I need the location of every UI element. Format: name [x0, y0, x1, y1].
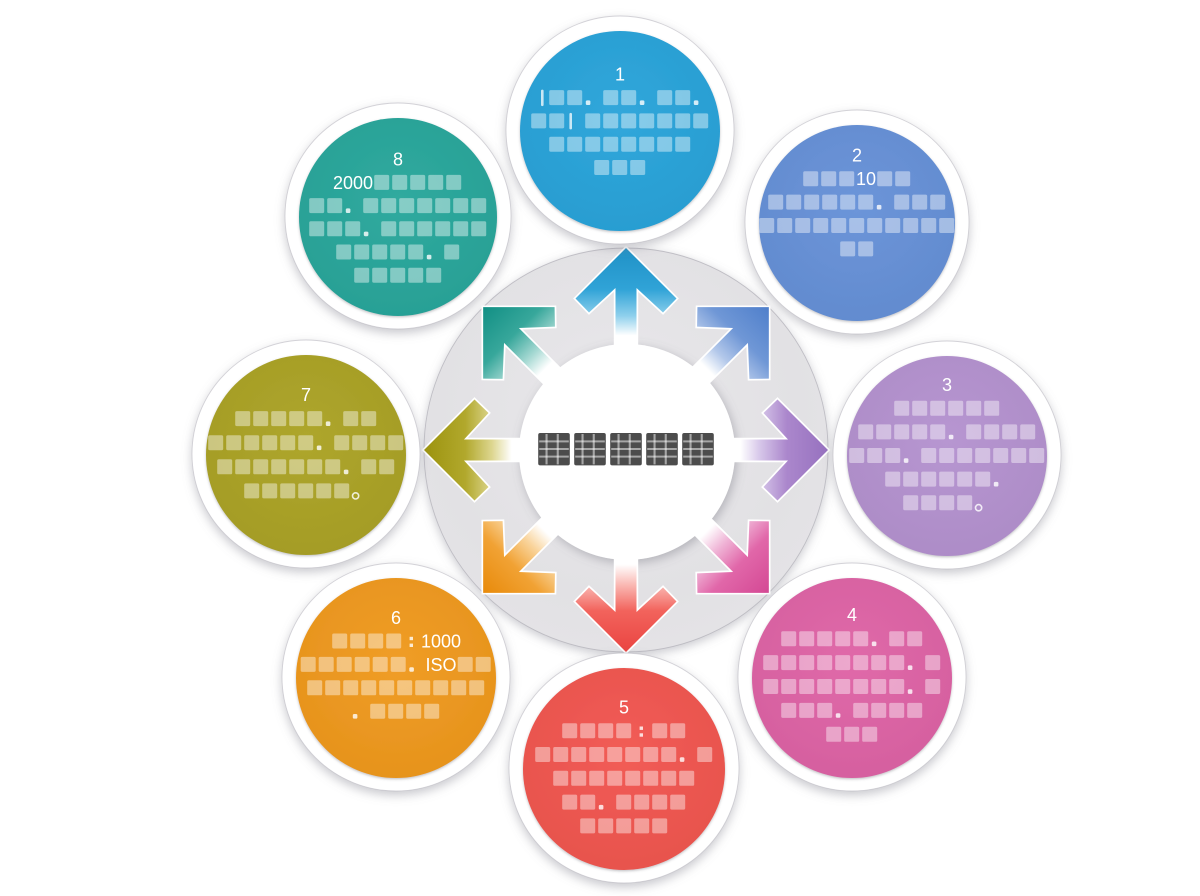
svg-text:2: 2	[852, 146, 862, 166]
svg-text:5: 5	[619, 697, 629, 717]
svg-text:8: 8	[393, 150, 403, 170]
svg-text:6: 6	[391, 608, 401, 628]
svg-text:1000: 1000	[421, 631, 461, 651]
svg-text:10: 10	[856, 169, 876, 189]
svg-text:1: 1	[615, 65, 625, 85]
svg-text:4: 4	[847, 605, 857, 625]
svg-text:ISO: ISO	[426, 655, 457, 675]
svg-text:2000: 2000	[333, 173, 373, 193]
svg-text:7: 7	[301, 385, 311, 405]
svg-text:3: 3	[942, 375, 952, 395]
